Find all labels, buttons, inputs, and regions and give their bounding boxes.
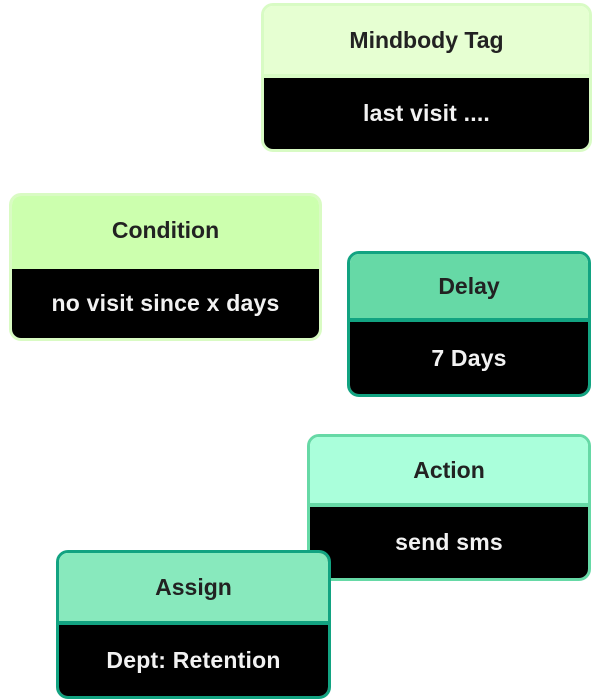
mindbody-tag-body: last visit .... [264,78,589,149]
action-node[interactable]: Action send sms [307,434,591,581]
assign-title: Assign [59,553,328,625]
action-body: send sms [310,507,588,578]
condition-node[interactable]: Condition no visit since x days [9,193,322,341]
mindbody-tag-title: Mindbody Tag [264,6,589,78]
assign-body: Dept: Retention [59,625,328,696]
condition-body: no visit since x days [12,269,319,338]
condition-title: Condition [12,196,319,269]
delay-node[interactable]: Delay 7 Days [347,251,591,397]
mindbody-tag-node[interactable]: Mindbody Tag last visit .... [261,3,592,152]
delay-body: 7 Days [350,322,588,394]
action-title: Action [310,437,588,507]
delay-title: Delay [350,254,588,322]
assign-node[interactable]: Assign Dept: Retention [56,550,331,699]
